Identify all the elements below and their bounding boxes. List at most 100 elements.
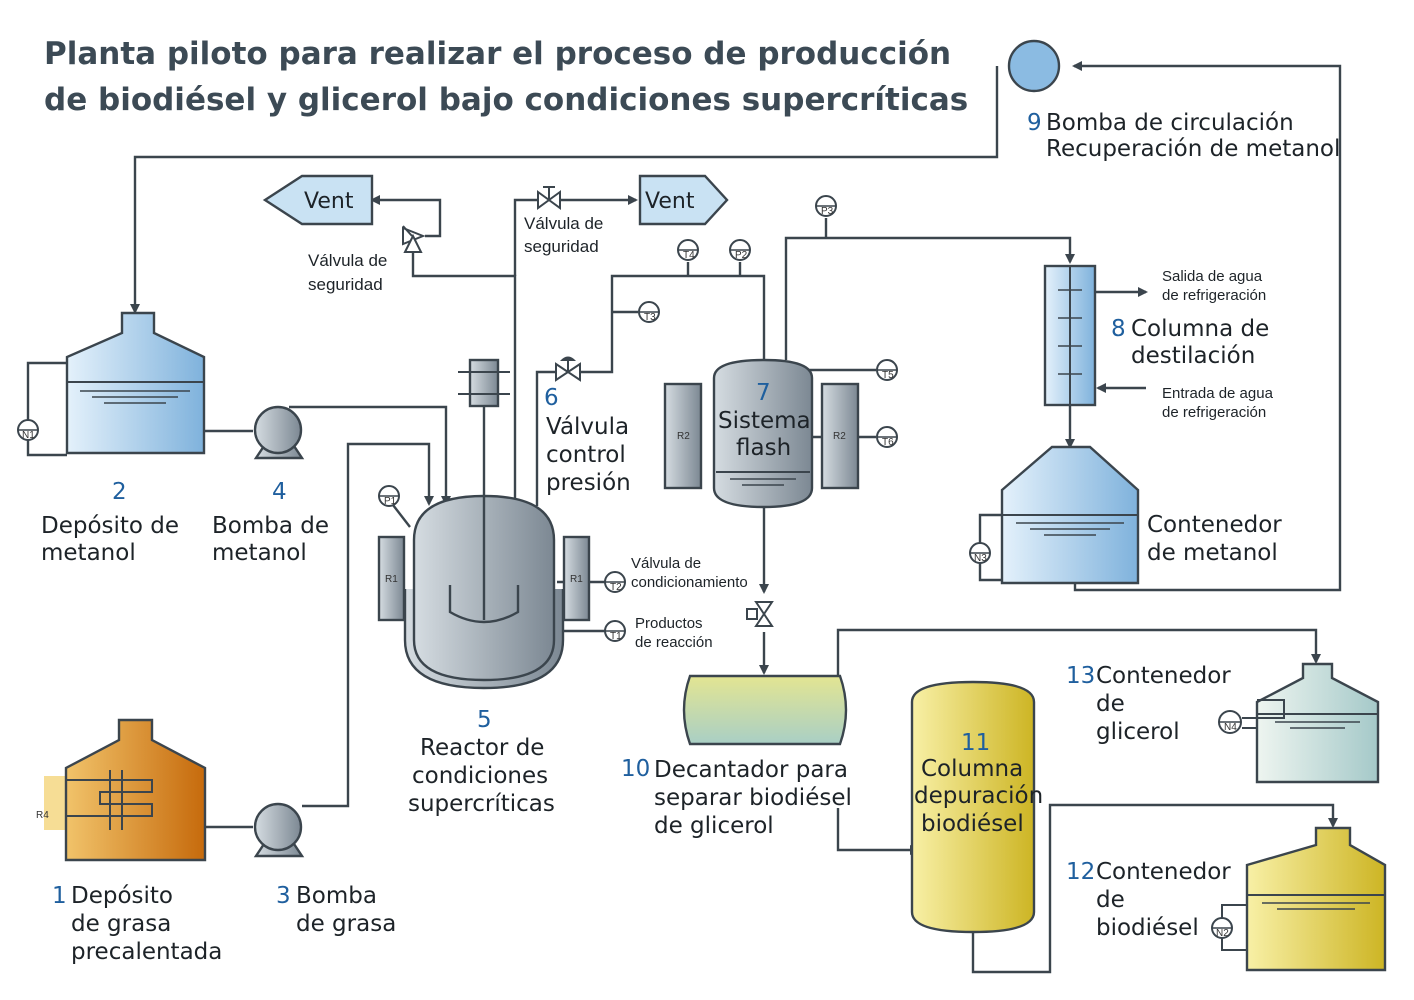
svg-text:Decantador para: Decantador para [654,757,848,783]
circulation-pump [1007,39,1061,93]
svg-text:de: de [1096,691,1125,717]
svg-text:R2: R2 [677,431,690,442]
svg-text:separar biodiésel: separar biodiésel [654,785,852,811]
svg-text:presión: presión [546,470,631,496]
label-methanol-container: Contenedor de metanol [1147,512,1282,566]
label-reaction-products: Productos de reacción [635,615,713,651]
svg-text:de: de [1096,887,1125,913]
svg-text:T4: T4 [683,250,695,261]
svg-text:P2: P2 [735,250,748,261]
svg-text:seguridad: seguridad [308,275,383,294]
svg-text:Columna de: Columna de [1131,316,1269,342]
svg-text:R4: R4 [36,810,49,821]
svg-text:Bomba: Bomba [296,883,377,909]
temperature-sensor-t5: T5 [876,359,898,381]
vent-left: Vent [262,174,374,226]
svg-text:P1: P1 [384,496,397,507]
label-unit-5: 5 Reactor de condiciones supercríticas [408,707,555,817]
temperature-sensor-t2: T2 [604,571,626,593]
svg-text:T2: T2 [610,582,622,593]
svg-text:T1: T1 [610,631,622,642]
svg-text:Válvula: Válvula [546,414,629,440]
svg-text:Sistema: Sistema [718,408,811,434]
svg-text:9: 9 [1027,110,1042,136]
svg-text:Depósito de: Depósito de [41,513,179,539]
drain-valve [746,601,774,627]
label-unit-4: 4 Bomba de metanol [212,479,329,566]
label-unit-6: 6 Válvula control presión [544,385,631,496]
svg-text:Columna: Columna [921,756,1023,782]
methanol-pump [253,405,305,460]
safety-valve-right [537,186,561,210]
svg-text:destilación: destilación [1131,343,1255,369]
svg-text:Bomba de circulación: Bomba de circulación [1046,110,1294,136]
svg-text:Productos: Productos [635,615,703,632]
svg-text:P3: P3 [821,206,834,217]
pressure-sensor-p2: P2 [729,239,751,261]
svg-text:biodiésel: biodiésel [1096,915,1199,941]
svg-text:Válvula de: Válvula de [631,555,701,572]
supercritical-reactor: R1 R1 [377,358,591,690]
svg-text:Entrada de agua: Entrada de agua [1162,385,1274,402]
svg-text:7: 7 [756,380,771,406]
label-safety-valve-right: Válvula de seguridad [524,214,603,256]
svg-text:N4: N4 [1224,722,1237,733]
label-cooling-in: Entrada de agua de refrigeración [1162,385,1274,421]
distillation-column [1043,264,1097,407]
svg-text:metanol: metanol [41,540,136,566]
svg-text:flash: flash [736,435,791,461]
svg-text:Vent: Vent [645,189,695,214]
svg-text:Contenedor: Contenedor [1096,859,1231,885]
svg-text:de grasa: de grasa [71,911,171,937]
svg-text:de refrigeración: de refrigeración [1162,404,1266,421]
svg-text:de reacción: de reacción [635,634,713,651]
svg-text:de grasa: de grasa [296,911,396,937]
svg-text:6: 6 [544,385,559,411]
pressure-control-valve [555,356,581,382]
label-unit-10: 10 Decantador para separar biodiésel de … [621,756,852,839]
svg-text:13: 13 [1066,663,1095,689]
label-unit-8: 8 Columna de destilación [1111,316,1269,369]
title-line-2: de biodiésel y glicerol bajo condiciones… [44,82,968,118]
pressure-sensor-p3: P3 [815,195,837,217]
svg-text:de refrigeración: de refrigeración [1162,287,1266,304]
svg-text:R2: R2 [833,431,846,442]
label-unit-1: 1 Depósito de grasa precalentada [52,883,222,965]
label-unit-9: 9 Bomba de circulación Recuperación de m… [1027,110,1340,162]
svg-text:1: 1 [52,883,67,909]
biodiesel-container-tank [1221,826,1387,972]
svg-text:T5: T5 [882,370,894,381]
svg-text:N3: N3 [974,553,987,564]
svg-text:4: 4 [272,479,287,505]
svg-text:supercríticas: supercríticas [408,791,555,817]
svg-text:T6: T6 [882,437,894,448]
svg-text:Depósito: Depósito [71,883,173,909]
svg-text:11: 11 [961,730,990,756]
svg-text:N1: N1 [22,430,35,441]
svg-text:de glicerol: de glicerol [654,813,774,839]
svg-text:Válvula de: Válvula de [524,214,603,233]
svg-text:5: 5 [477,707,492,733]
fat-deposit-tank: R4 [36,718,207,862]
svg-text:R1: R1 [385,574,398,585]
svg-text:depuración: depuración [914,783,1043,809]
svg-text:glicerol: glicerol [1096,719,1180,745]
decanter [682,674,848,746]
label-unit-11: 11 Columna depuración biodiésel [914,730,1043,837]
svg-text:Contenedor: Contenedor [1096,663,1231,689]
level-sensor-n4: N4 [1218,710,1242,734]
purification-column [910,680,1036,934]
methanol-deposit-tank [65,311,206,455]
level-sensor-n3: N3 [969,542,991,564]
svg-text:10: 10 [621,756,650,782]
fat-pump [253,802,305,858]
label-unit-2: 2 Depósito de metanol [41,479,179,566]
svg-text:Salida de agua: Salida de agua [1162,268,1263,285]
svg-text:Reactor de: Reactor de [420,735,544,761]
vent-right: Vent [638,174,729,226]
svg-text:8: 8 [1111,316,1126,342]
methanol-container-tank [1000,445,1140,585]
flash-system: R2 R2 [663,358,860,509]
label-safety-valve-left: Válvula de seguridad [308,251,387,294]
